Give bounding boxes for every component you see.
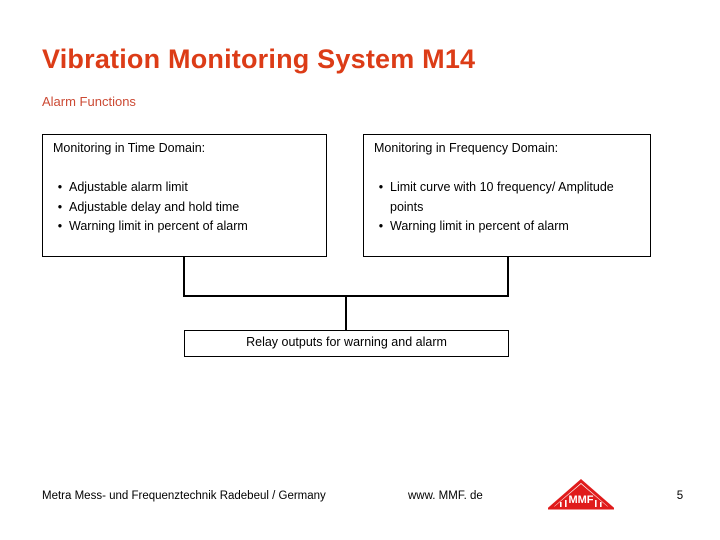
time-domain-bullet-list: • Adjustable alarm limit • Adjustable de… [51, 178, 322, 237]
relay-outputs-label: Relay outputs for warning and alarm [246, 335, 447, 349]
list-item-label: Adjustable alarm limit [69, 180, 188, 194]
footer-website-text: www. MMF. de [408, 490, 483, 502]
footer-company-text: Metra Mess- und Frequenztechnik Radebeul… [42, 490, 326, 502]
page-number: 5 [676, 490, 684, 502]
relay-outputs-box: Relay outputs for warning and alarm [184, 330, 509, 357]
list-item: • Warning limit in percent of alarm [51, 217, 322, 237]
list-item-label: Warning limit in percent of alarm [69, 219, 248, 233]
connector-line-left-vertical [183, 256, 185, 297]
list-item-label: Limit curve with 10 frequency/ Amplitude… [390, 180, 614, 214]
frequency-domain-box: Monitoring in Frequency Domain: • Limit … [363, 134, 651, 257]
list-item: • Limit curve with 10 frequency/ Amplitu… [372, 178, 646, 217]
bullet-icon: • [57, 219, 63, 233]
bullet-icon: • [57, 180, 63, 194]
connector-line-center-vertical [345, 295, 347, 331]
bullet-icon: • [378, 219, 384, 233]
bullet-icon: • [57, 199, 63, 214]
mmf-logo-icon: MMF [548, 479, 614, 515]
list-item-label: Adjustable delay and hold time [69, 199, 240, 214]
page-title: Vibration Monitoring System M14 [42, 44, 476, 74]
bullet-icon: • [378, 180, 384, 194]
frequency-domain-heading: Monitoring in Frequency Domain: [374, 141, 559, 155]
connector-line-right-vertical [507, 256, 509, 297]
list-item: • Warning limit in percent of alarm [372, 217, 646, 237]
frequency-domain-bullet-list: • Limit curve with 10 frequency/ Amplitu… [372, 178, 646, 237]
list-item-label: Warning limit in percent of alarm [390, 219, 569, 233]
page-subtitle: Alarm Functions [42, 94, 136, 109]
list-item: • Adjustable alarm limit [51, 178, 322, 198]
mmf-logo-letters: MMF [568, 494, 593, 506]
list-item: • Adjustable delay and hold time [51, 198, 322, 218]
time-domain-box: Monitoring in Time Domain: • Adjustable … [42, 134, 327, 257]
time-domain-heading: Monitoring in Time Domain: [53, 141, 206, 155]
